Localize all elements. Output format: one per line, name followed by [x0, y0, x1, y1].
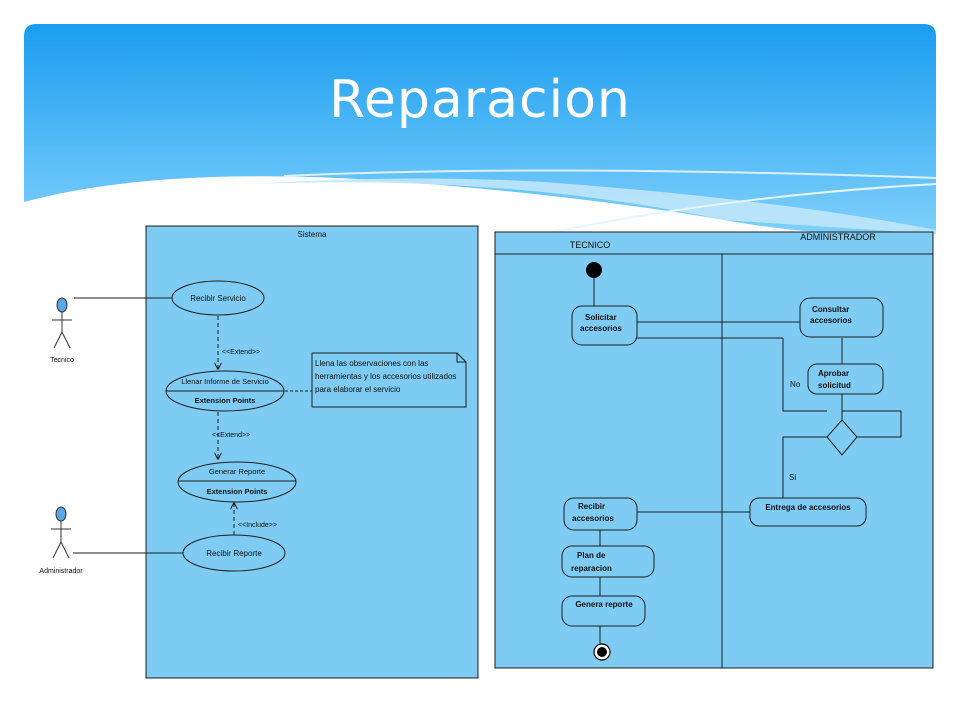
activity-label: reparacion — [571, 564, 612, 573]
activity-label: Consultar — [812, 305, 849, 314]
actor-label: Administrador — [39, 568, 83, 575]
final-node — [593, 643, 611, 661]
header-wave-line — [543, 183, 936, 234]
actor-label: Tecnico — [50, 357, 74, 364]
activity-plan-reparacion: Plan de reparacion — [561, 545, 655, 578]
include-label: <<Include>> — [238, 522, 277, 529]
activity-label: Aprobar — [818, 369, 849, 378]
extension-points-label: Extension Points — [207, 487, 268, 496]
guard-no-label: No — [790, 380, 801, 389]
control-flows — [593, 278, 902, 644]
activity-label: accesorios — [810, 316, 852, 325]
actor-administrador: Administrador — [39, 506, 83, 575]
activity-label: Solicitar — [585, 313, 617, 322]
extend-label: <<Extend>> — [222, 349, 260, 356]
initial-node — [586, 262, 602, 278]
activity-recibir-accesorios: Recibir accesorios — [563, 497, 638, 531]
activity-label: Entrega de accesorios — [765, 503, 851, 512]
guard-si-label: Si — [789, 473, 796, 482]
stick-figure-icon — [52, 297, 72, 349]
activity-label: solicitud — [818, 381, 851, 390]
activity-label: Plan de — [577, 551, 606, 560]
stick-figure-icon — [51, 506, 71, 559]
activity-aprobar-solicitud: Aprobar solicitud — [807, 363, 884, 395]
slide-title: Reparacion — [329, 70, 631, 130]
slide-header-banner — [24, 24, 936, 234]
use-case-recibir-reporte: Recibir Reporte — [182, 534, 286, 572]
activity-consultar-accesorios: Consultar accesorios — [799, 297, 884, 338]
use-case-recibir-servicio: Recibir Servicio — [171, 280, 265, 316]
note-box: Llena las observaciones con las herramie… — [311, 352, 467, 408]
activity-solicitar-accesorios: Solicitar accesorios — [571, 305, 638, 346]
header-wave-line — [283, 169, 936, 179]
use-case-diagram: Sistema Tecnico Administrador — [39, 225, 479, 679]
activity-diagram: TECNICO ADMINISTRADOR Solicitar accesori… — [494, 231, 934, 669]
note-line: para elaborar el servicio — [315, 385, 401, 394]
activity-label: accesorios — [572, 514, 614, 523]
activity-label: Recibir — [578, 502, 605, 511]
note-line: Llena las observaciones con las — [315, 359, 428, 368]
activity-label: Genera reporte — [575, 600, 633, 609]
swimlane-frame — [494, 231, 934, 669]
lane-tecnico-label: TECNICO — [570, 240, 611, 250]
activity-genera-reporte: Genera reporte — [561, 595, 646, 627]
extend-label: <<Extend>> — [212, 432, 250, 439]
actor-tecnico: Tecnico — [50, 297, 74, 364]
decision-node — [826, 419, 858, 456]
system-label: Sistema — [298, 230, 327, 239]
activity-entrega-accesorios: Entrega de accesorios — [749, 497, 867, 527]
use-case-label: Llenar Informe de Servicio — [181, 377, 269, 386]
use-case-label: Recibir Servicio — [190, 294, 246, 303]
use-case-llenar-informe: Llenar Informe de Servicio Extension Poi… — [165, 370, 285, 412]
header-wave-band — [254, 178, 936, 234]
use-case-generar-reporte: Generar Reporte Extension Points — [177, 461, 297, 503]
lane-administrador-label: ADMINISTRADOR — [800, 232, 876, 242]
use-case-label: Generar Reporte — [209, 467, 265, 476]
header-white-wave — [24, 176, 936, 234]
use-case-label: Recibir Reporte — [206, 549, 262, 558]
extension-points-label: Extension Points — [195, 396, 256, 405]
activity-label: accesorios — [580, 324, 622, 333]
note-line: herramientas y los accesorios utilizados — [315, 372, 456, 381]
